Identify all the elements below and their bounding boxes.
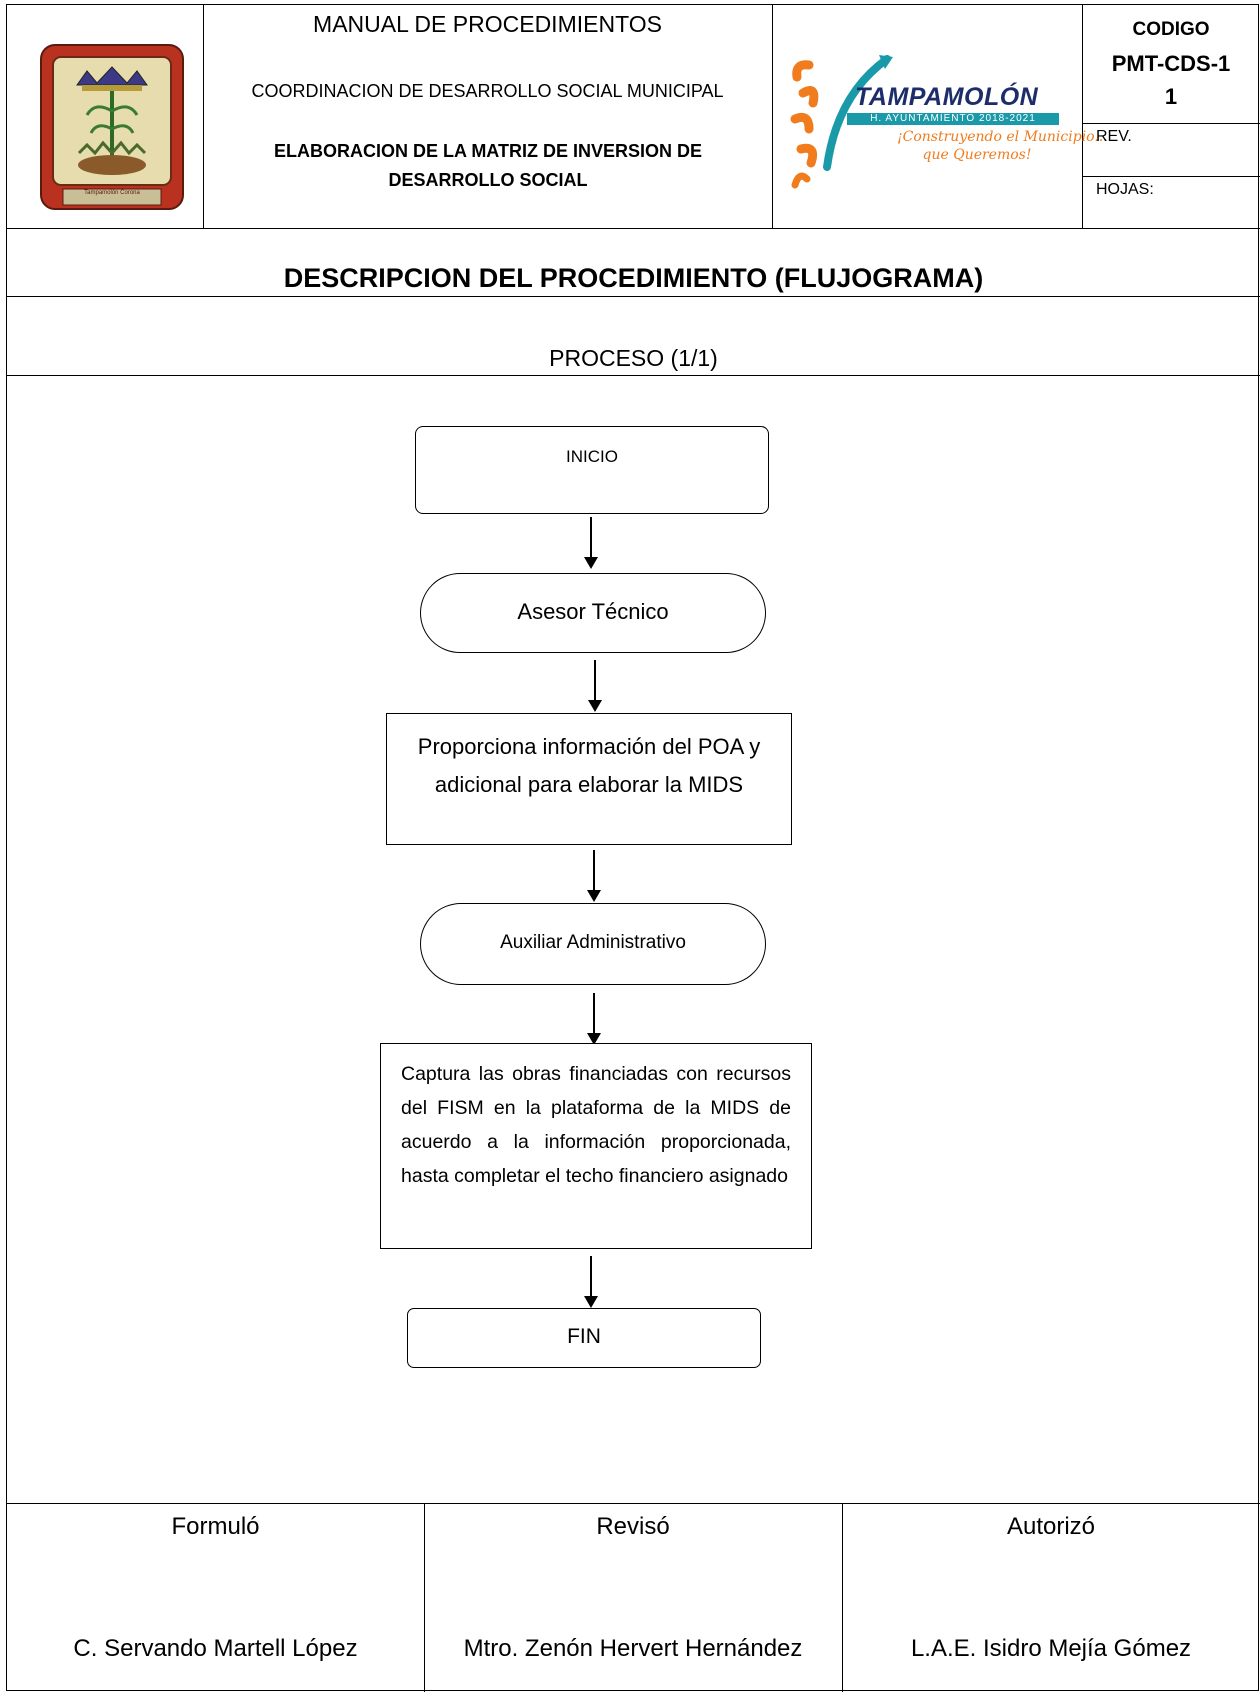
signature-label-formulo: Formuló [171, 1513, 260, 1540]
logo-subtitle: H. AYUNTAMIENTO 2018-2021 [847, 113, 1059, 125]
procedure-title: ELABORACION DE LA MATRIZ DE INVERSION DE… [273, 141, 702, 190]
municipal-seal-icon: Tampamolón Corona [37, 41, 187, 213]
flow-arrow-4 [587, 993, 601, 1045]
signature-label-autorizo: Autorizó [1006, 1513, 1096, 1540]
flow-start-label: INICIO [566, 447, 618, 466]
flow-end-label: FIN [567, 1325, 601, 1348]
manual-title: MANUAL DE PROCEDIMIENTOS [313, 11, 662, 37]
flow-step-2: Captura las obras financiadas con recurs… [380, 1043, 812, 1249]
header-bottom-line [7, 228, 1260, 229]
signatures-top-line [7, 1503, 1260, 1504]
rev-label: REV. [1096, 128, 1132, 145]
flow-start-box: INICIO [415, 426, 769, 514]
flow-step-1-text: Proporciona información del POA y adicio… [417, 734, 761, 797]
code-value: PMT-CDS-11 [1111, 51, 1231, 109]
flow-arrow-1 [584, 517, 598, 569]
flow-step-1: Proporciona información del POA y adicio… [386, 713, 792, 845]
signature-divider-2 [842, 1503, 843, 1692]
header-divider-2 [772, 5, 773, 228]
tampamolon-logo: TAMPAMOLÓN H. AYUNTAMIENTO 2018-2021 ¡Co… [787, 55, 1108, 195]
flow-actor-2-label: Auxiliar Administrativo [500, 932, 686, 953]
header-divider-1 [203, 5, 204, 228]
signature-label-reviso: Revisó [596, 1513, 670, 1540]
flow-arrow-3 [587, 850, 601, 902]
section-title: DESCRIPCION DEL PROCEDIMIENTO (FLUJOGRAM… [283, 263, 984, 293]
flow-end-box: FIN [407, 1308, 761, 1368]
document-page: Tampamolón Corona MANUAL DE PROCEDIMIENT… [6, 4, 1260, 1692]
process-bottom-line [7, 375, 1260, 376]
header-divider-3 [1082, 5, 1083, 228]
section-title-bottom-line [7, 296, 1260, 297]
code-label: CODIGO [1132, 19, 1210, 40]
rev-sheets-divider [1082, 176, 1260, 177]
signature-name-formulo: C. Servando Martell López [73, 1635, 358, 1662]
flow-actor-1-label: Asesor Técnico [517, 599, 669, 624]
sheets-label: HOJAS: [1096, 181, 1154, 198]
signature-divider-1 [424, 1503, 425, 1692]
logo-slogan-2: que Queremos! [922, 147, 1032, 163]
flow-actor-2: Auxiliar Administrativo [420, 903, 766, 985]
signature-name-reviso: Mtro. Zenón Hervert Hernández [463, 1635, 803, 1662]
flow-actor-1: Asesor Técnico [420, 573, 766, 653]
seal-caption: Tampamolón Corona [84, 190, 140, 196]
flow-arrow-5 [584, 1256, 598, 1308]
process-label: PROCESO (1/1) [549, 345, 718, 371]
flow-arrow-2 [588, 660, 602, 712]
code-rev-divider [1082, 123, 1260, 124]
logo-slogan-1: ¡Construyendo el Municipio... [897, 129, 1108, 145]
flow-step-2-text: Captura las obras financiadas con recurs… [401, 1063, 791, 1187]
logo-name: TAMPAMOLÓN [855, 83, 1039, 111]
department-name: COORDINACION DE DESARROLLO SOCIAL MUNICI… [251, 81, 724, 101]
signature-name-autorizo: L.A.E. Isidro Mejía Gómez [910, 1635, 1192, 1662]
